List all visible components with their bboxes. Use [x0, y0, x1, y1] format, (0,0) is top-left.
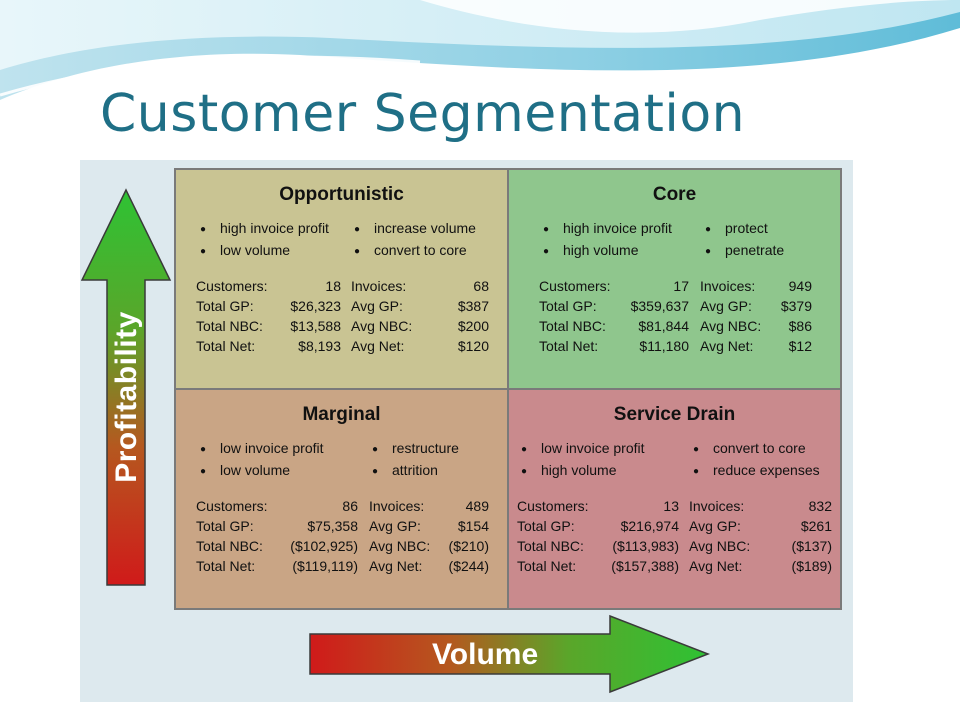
stat-row: Total NBC:$13,588 [196, 318, 341, 334]
stat-row: Avg Net:($244) [369, 558, 489, 574]
quadrant-service-drain: Service Drain low invoice profit high vo… [507, 388, 842, 610]
quadrant-opportunistic: Opportunistic high invoice profit low vo… [174, 168, 509, 390]
header-swoosh-decoration [0, 0, 960, 100]
bullet-item: restructure [372, 438, 459, 460]
stat-row: Avg NBC:$200 [351, 318, 489, 334]
stat-row: Total GP:$75,358 [196, 518, 358, 534]
stat-row: Invoices:832 [689, 498, 832, 514]
bullet-item: low invoice profit [200, 438, 324, 460]
bullet-item: low volume [200, 240, 329, 262]
bullet-item: attrition [372, 460, 459, 482]
bullet-item: high volume [543, 240, 672, 262]
stat-row: Avg GP:$261 [689, 518, 832, 534]
bullet-item: convert to core [693, 438, 820, 460]
stat-row: Invoices:949 [700, 278, 812, 294]
stat-row: Total NBC:$81,844 [539, 318, 689, 334]
stat-row: Total Net:($119,119) [196, 558, 358, 574]
quadrant-title: Service Drain [613, 404, 736, 425]
quadrant-marginal: Marginal low invoice profit low volume r… [174, 388, 509, 610]
quadrant-bullets: high invoice profit high volume protect … [509, 218, 840, 262]
stat-row: Total Net:$8,193 [196, 338, 341, 354]
stat-row: Customers:17 [539, 278, 689, 294]
stat-row: Total NBC:($102,925) [196, 538, 358, 554]
stat-row: Total Net:($157,388) [517, 558, 679, 574]
stat-row: Invoices:489 [369, 498, 489, 514]
quadrant-title: Marginal [302, 404, 381, 425]
quadrant-bullets: low invoice profit high volume convert t… [509, 438, 840, 482]
stat-row: Avg NBC:($210) [369, 538, 489, 554]
stat-row: Avg Net:($189) [689, 558, 832, 574]
quadrant-title: Opportunistic [279, 184, 404, 205]
stat-row: Avg GP:$379 [700, 298, 812, 314]
stat-row: Avg Net:$12 [700, 338, 812, 354]
bullet-item: penetrate [705, 240, 784, 262]
volume-axis-label: Volume [432, 638, 539, 671]
stat-row: Total Net:$11,180 [539, 338, 689, 354]
stat-row: Customers:86 [196, 498, 358, 514]
stat-row: Total NBC:($113,983) [517, 538, 679, 554]
stat-row: Avg NBC:($137) [689, 538, 832, 554]
quadrant-core: Core high invoice profit high volume pro… [507, 168, 842, 390]
slide-title: Customer Segmentation [100, 84, 746, 144]
quadrant-bullets: high invoice profit low volume increase … [176, 218, 507, 262]
bullet-item: increase volume [354, 218, 476, 240]
stat-row: Customers:18 [196, 278, 341, 294]
stat-row: Avg NBC:$86 [700, 318, 812, 334]
stat-row: Avg GP:$154 [369, 518, 489, 534]
stat-row: Avg GP:$387 [351, 298, 489, 314]
axis-arrows [80, 188, 711, 694]
stat-row: Customers:13 [517, 498, 679, 514]
bullet-item: high invoice profit [200, 218, 329, 240]
bullet-item: convert to core [354, 240, 476, 262]
quadrant-bullets: low invoice profit low volume restructur… [176, 438, 507, 482]
stat-row: Total GP:$216,974 [517, 518, 679, 534]
segmentation-matrix-figure: Profitability Volume Opportunistic high … [80, 160, 853, 702]
volume-arrow [309, 614, 711, 694]
bullet-item: reduce expenses [693, 460, 820, 482]
profitability-arrow [80, 188, 172, 586]
bullet-item: low volume [200, 460, 324, 482]
quadrant-title: Core [652, 184, 697, 205]
stat-row: Total GP:$359,637 [539, 298, 689, 314]
stat-row: Invoices:68 [351, 278, 489, 294]
bullet-item: low invoice profit [521, 438, 645, 460]
bullet-item: high invoice profit [543, 218, 672, 240]
stat-row: Total GP:$26,323 [196, 298, 341, 314]
stat-row: Avg Net:$120 [351, 338, 489, 354]
bullet-item: high volume [521, 460, 645, 482]
profitability-axis-label: Profitability [110, 311, 143, 483]
bullet-item: protect [705, 218, 784, 240]
